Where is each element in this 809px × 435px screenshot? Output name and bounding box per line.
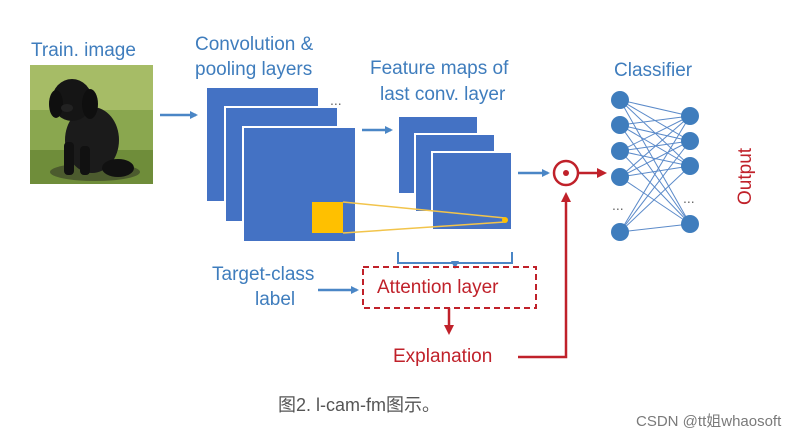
conv-ellipsis: ... — [330, 92, 342, 108]
classifier-nodes — [611, 91, 699, 241]
output-label: Output — [735, 147, 756, 205]
hidden-ellipsis-left: ... — [612, 197, 624, 213]
feature-maps — [397, 115, 513, 231]
feature-maps-label-line2: last conv. layer — [380, 84, 506, 105]
explanation-label: Explanation — [393, 346, 493, 367]
watermark: CSDN @tt姐whaosoft — [636, 413, 782, 430]
target-class-label-line1: Target-class — [212, 264, 315, 285]
hidden-ellipsis-right: ... — [683, 190, 695, 206]
classifier-label: Classifier — [614, 60, 693, 81]
conv-layers — [205, 86, 357, 243]
attention-layer-label: Attention layer — [377, 277, 499, 298]
figure-caption: 图2. l-cam-fm图示。 — [278, 395, 440, 415]
projection-line-top — [342, 201, 506, 219]
dog-image — [30, 65, 153, 184]
feature-bracket — [397, 252, 513, 264]
train-image-label: Train. image — [31, 40, 136, 61]
projection-point — [502, 217, 508, 223]
arrow-explanation-to-multiply — [518, 192, 571, 359]
target-class-label-line2: label — [255, 289, 296, 310]
conv-layers-label-line1: Convolution & — [195, 34, 314, 55]
feature-maps-label-line1: Feature maps of — [370, 58, 509, 79]
projection-line-bottom — [342, 221, 506, 234]
highlight-patch — [312, 202, 343, 233]
classifier-network — [619, 99, 691, 233]
conv-layers-label-line2: pooling layers — [195, 59, 313, 80]
